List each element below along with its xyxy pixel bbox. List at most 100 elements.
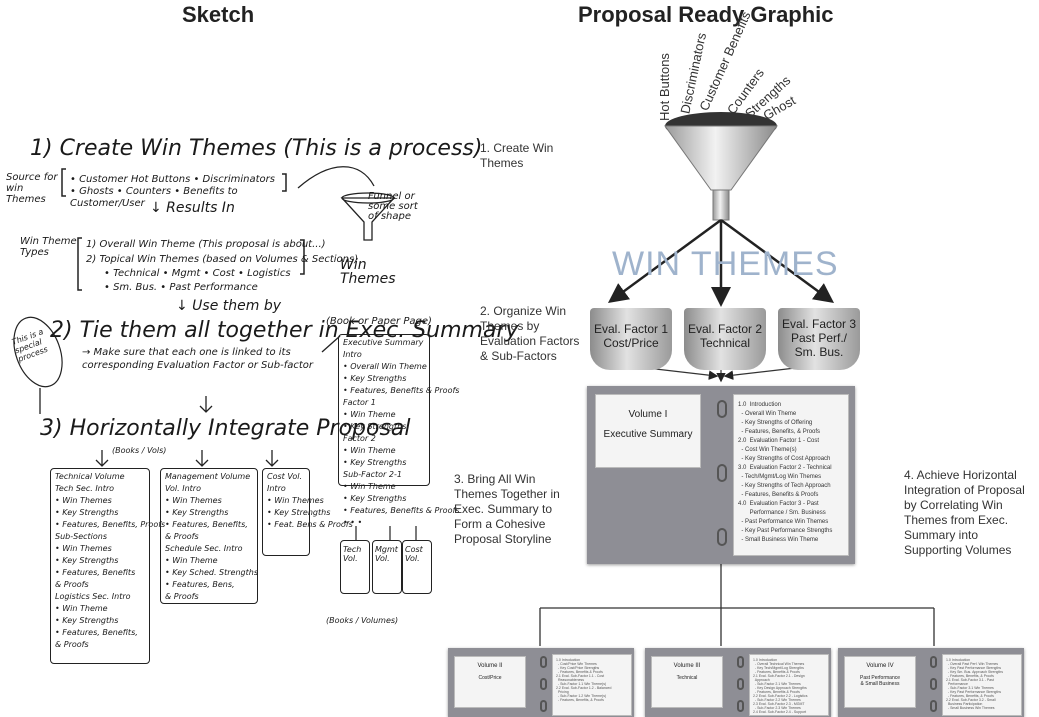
- sketch-book-note: (Book or Paper Page): [326, 316, 432, 327]
- volume-toc-line: 1.0 Introduction: [946, 658, 971, 662]
- volume-toc-line: Approach: [753, 678, 770, 682]
- volume-toc-page: 1.0 Introduction - Overall Past Perf. Wi…: [942, 654, 1022, 716]
- sketch-box-line: • Win Theme: [55, 604, 108, 613]
- sketch-box-line: Executive Summary: [343, 338, 424, 347]
- volume-toc-line: - Cost/Price Win Themes: [556, 662, 597, 666]
- sketch-box-line: Management Volume: [165, 472, 251, 481]
- sketch-panel: 1) Create Win Themes (This is a process)…: [0, 40, 519, 717]
- volume-subtitle: Technical: [676, 675, 698, 681]
- step2-label: 2. Organize Win Themes by Evaluation Fac…: [480, 304, 580, 363]
- volume-toc-line: - Key Design Approach Strengths: [753, 686, 807, 690]
- volume-toc-line: - Sub-Factor 2.3 Win Themes: [753, 706, 801, 710]
- supporting-volume-binder: Volume III Technical 1.0 Introduction - Ov…: [645, 648, 831, 717]
- sketch-box-line: • Features, Benefits & Proofs: [343, 386, 460, 395]
- exec-toc-line: - Overall Win Theme: [738, 411, 797, 417]
- volume-toc-line: - Features, Benefits, & Proofs: [556, 698, 604, 702]
- sketch-box-line: & Proofs: [165, 592, 199, 601]
- exec-binder-toc-page: 1.0 Introduction - Overall Win Theme - K…: [733, 394, 849, 556]
- volume-toc-line: Performance: [946, 682, 968, 686]
- sketch-mini-book-mgmt: Mgmt Vol.: [372, 540, 402, 594]
- bucket-label-2: Eval. Factor 2 Technical: [687, 322, 763, 350]
- sketch-box-line: • Key Strengths: [343, 374, 407, 383]
- volume-subtitle: Past Performance & Small Business: [859, 675, 901, 687]
- sketch-results-in: ↓ Results In: [150, 200, 235, 216]
- funnel-cone: [664, 125, 778, 191]
- volume-toc-line: 1.0 Introduction: [753, 658, 778, 662]
- volume-toc-line: - Features, Benefits & Proofs: [556, 670, 603, 674]
- volume-title: Volume IV: [866, 663, 894, 669]
- volume-toc-page: 1.0 Introduction - Cost/Price Win Themes…: [552, 654, 632, 716]
- funnel-word: Hot Buttons: [657, 53, 672, 121]
- sketch-box-line: Schedule Sec. Intro: [165, 544, 243, 553]
- sketch-box-line: • Win Theme: [343, 446, 396, 455]
- sketch-type2: 2) Topical Win Themes (based on Volumes …: [86, 254, 359, 265]
- volume-toc-line: 2.1 Eval. Sub-Factor 1.1 - Cost: [556, 674, 605, 678]
- exec-toc-line: - Small Business Win Theme: [738, 537, 819, 543]
- sketch-box-line: • Key Strengths: [55, 556, 119, 565]
- volume-toc-line: - Key Sm. Bus. Approach Strengths: [946, 670, 1003, 674]
- sketch-box-line: • Features, Bens,: [165, 580, 235, 589]
- exec-toc-line: - Key Strengths of Offering: [738, 420, 813, 426]
- sketch-box-line: • Win Theme: [343, 482, 396, 491]
- volume-toc-line: 2.2 Eval. Sub-Factor 1.2 - Balanced: [556, 686, 612, 690]
- sketch-box-line: Tech Sec. Intro: [55, 484, 115, 493]
- exec-toc-line: 3.0 Evaluation Factor 2 - Technical: [738, 465, 832, 471]
- volume-toc-line: - Overall Technical Win Themes: [753, 662, 805, 666]
- bucket-label-1: Eval. Factor 1 Cost/Price: [593, 322, 669, 350]
- exec-toc-line: - Key Strengths of Tech Approach: [738, 483, 831, 489]
- sketch-box-line: • Overall Win Theme: [343, 362, 427, 371]
- sketch-mini-book-cost: Cost Vol.: [402, 540, 432, 594]
- volume-toc-line: - Key Past Performance Strengths: [946, 690, 1002, 694]
- volume-toc-line: - Features, Benefits & Proofs: [753, 690, 800, 694]
- exec-toc-line: - Features, Benefits, & Proofs: [738, 429, 821, 435]
- sketch-step2: 2) Tie them all together in Exec. Summar…: [50, 318, 519, 343]
- volume-toc-line: - Sub-Factor 3.1 Win Themes: [946, 686, 994, 690]
- sketch-box-line: • Features, Benefits & Proofs: [343, 506, 460, 515]
- exec-binder-cover: Volume I Executive Summary: [595, 394, 701, 468]
- volume-toc-line: - Key Tech/Mgmt/Log Strengths: [753, 666, 804, 670]
- sketch-box-line: Sub-Sections: [55, 532, 108, 541]
- exec-toc-line: - Features, Benefits & Proofs: [738, 492, 819, 498]
- sketch-books-volumes: (Books / Volumes): [326, 616, 399, 625]
- sketch-type2c: • Sm. Bus. • Past Performance: [104, 282, 258, 293]
- sketch-box-line: • Features, Benefits,: [55, 628, 138, 637]
- sketch-box-line: • Key Strengths: [343, 458, 407, 467]
- sketch-box-line: • Feat. Bens & Proofs: [267, 520, 353, 529]
- volume-toc-line: - Sub-Factor 2.2 Win Themes: [753, 698, 801, 702]
- volume-toc-line: - Features, Benefits & Proofs: [753, 670, 800, 674]
- sketch-box-line: • Key Strengths: [343, 494, 407, 503]
- sketch-type1: 1) Overall Win Theme (This proposal is a…: [86, 239, 326, 250]
- exec-toc-line: - Tech/Mgmt/Log Win Themes: [738, 474, 822, 480]
- bucket-eval-factor-1: [590, 308, 672, 370]
- volume-toc-line: - Sub-Factor 1.2 Win Theme(s): [556, 694, 607, 698]
- sketch-box-line: • Features, Benefits: [55, 568, 136, 577]
- sketch-box-line: & Proofs: [55, 580, 89, 589]
- volume-toc-line: Business Participation: [946, 702, 983, 706]
- exec-toc-line: - Past Performance Win Themes: [738, 519, 829, 525]
- sketch-box-line: Factor 2: [343, 434, 376, 443]
- exec-toc-line: 2.0 Evaluation Factor 1 - Cost: [738, 438, 820, 444]
- sketch-sources: • Customer Hot Buttons • Discriminators …: [70, 174, 275, 209]
- volume-toc-line: 2.3 Eval. Sub-Factor 2.3 - MGMT: [753, 702, 805, 706]
- volume-toc-line: - Sub-Factor 2.1 Win Themes: [753, 682, 801, 686]
- sketch-box-line: • Win Themes: [165, 496, 222, 505]
- volume-title: Volume III: [673, 663, 701, 669]
- sketch-mini-book-mgmt-label: Mgmt Vol.: [375, 545, 398, 563]
- exec-toc-line: 4.0 Evaluation Factor 3 - Past: [738, 501, 819, 507]
- sketch-type2b: • Technical • Mgmt • Cost • Logistics: [104, 268, 291, 279]
- volume-toc-line: - Overall Past Perf. Win Themes: [946, 662, 999, 666]
- sketch-strokes: [13, 166, 417, 540]
- volume-title: Volume II: [477, 663, 503, 669]
- sketch-use-them: ↓ Use them by: [176, 298, 282, 314]
- sketch-box-line: • Features, Benefits,: [165, 520, 248, 529]
- volume-toc-line: 2.4 Eval. Sub-Factor 2.4 - Support: [753, 710, 807, 714]
- sketch-box-line: Intro: [343, 350, 362, 359]
- sketch-box-line: Vol. Intro: [165, 484, 201, 493]
- sketch-box-line: • Win Theme: [343, 410, 396, 419]
- volume-toc-line: 2.2 Eval. Sub-Factor 2.2 - Logistics: [753, 694, 808, 698]
